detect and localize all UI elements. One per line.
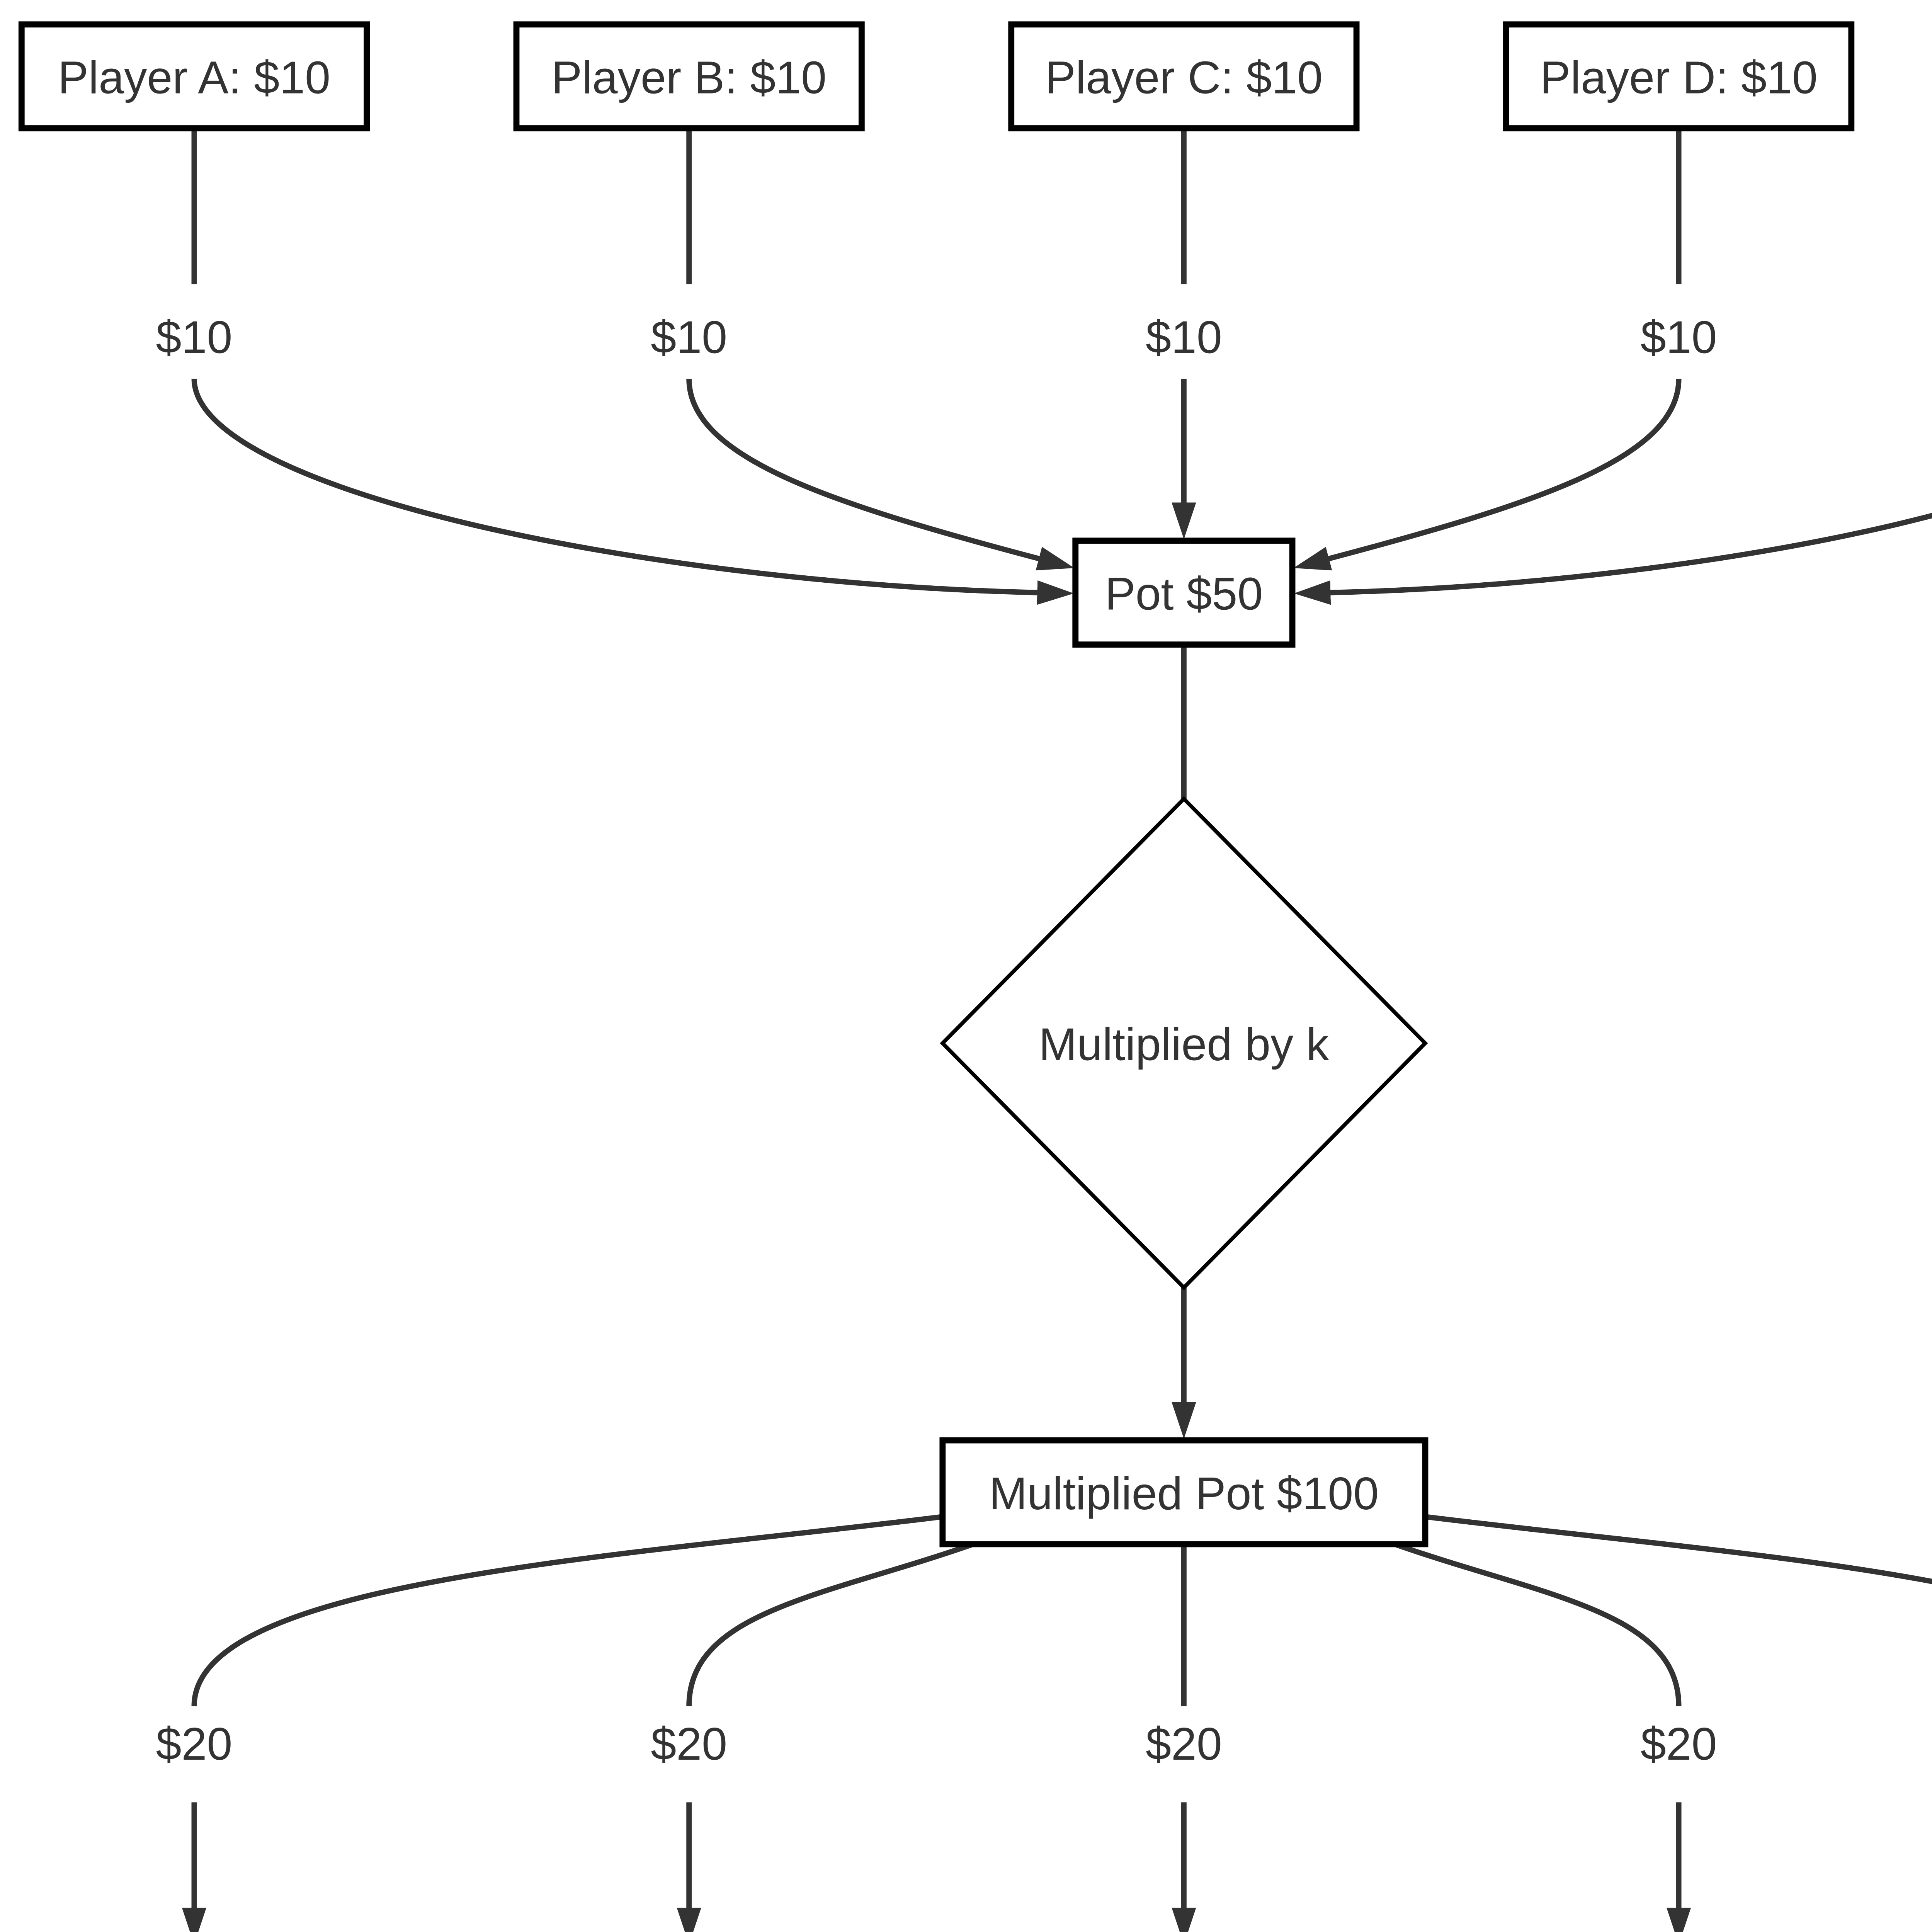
- node-decision-shape: [940, 796, 1428, 1291]
- contribution-label-b-bg: [637, 308, 741, 367]
- contribution-label-a-bg: [142, 308, 246, 367]
- node-player-b-top-box: [513, 21, 865, 131]
- edge-multpot-to-a: [191, 1514, 943, 1706]
- node-pot-label: Pot $50: [1105, 569, 1263, 620]
- node-player-d-top: Player D: $10: [1503, 21, 1855, 131]
- node-multiplied-pot-box: [939, 1437, 1429, 1548]
- node-player-a-top-label: Player A: $10: [58, 53, 330, 104]
- contribution-label-a: $10: [156, 312, 233, 363]
- edge-multpot-to-b: [686, 1541, 974, 1706]
- node-player-d-top-label: Player D: $10: [1540, 53, 1817, 104]
- edges: [182, 128, 1932, 1932]
- edge-b-to-pot: [686, 379, 1075, 571]
- contribution-label-c: $10: [1146, 312, 1222, 363]
- contribution-label-d: $10: [1641, 312, 1717, 363]
- edge-d-to-pot: [1293, 379, 1682, 571]
- payout-label-c: $20: [1146, 1719, 1222, 1770]
- contribution-label-b: $10: [651, 312, 727, 363]
- node-pot-box: [1072, 537, 1296, 648]
- node-player-c-top-label: Player C: $10: [1045, 53, 1323, 104]
- edge-e-to-pot: [1294, 513, 1932, 605]
- node-decision: Multiplied by k: [940, 796, 1428, 1291]
- payout-label-b-bg: [637, 1715, 741, 1774]
- payout-label-d-bg: [1627, 1715, 1731, 1774]
- node-player-b-top: Player B: $10: [513, 21, 865, 131]
- node-player-b-top-label: Player B: $10: [551, 53, 827, 104]
- node-player-d-top-box: [1503, 21, 1855, 131]
- payout-label-c-bg: [1132, 1715, 1236, 1774]
- node-decision-label: Multiplied by k: [1039, 1019, 1329, 1070]
- node-player-a-top: Player A: $10: [18, 21, 370, 131]
- edge-multpot-to-d: [1394, 1541, 1682, 1706]
- payout-label-a: $20: [156, 1719, 233, 1770]
- node-multiplied-pot: Multiplied Pot $100: [939, 1437, 1429, 1548]
- edge-a-to-pot: [191, 379, 1074, 605]
- payout-label-a-bg: [142, 1715, 246, 1774]
- payout-labels: $20 $20 $20 $20 $20: [142, 1715, 1731, 1774]
- node-player-a-top-box: [18, 21, 370, 131]
- contribution-labels: $10 $10 $10 $10 $10: [142, 308, 1731, 367]
- payout-label-d: $20: [1641, 1719, 1717, 1770]
- node-player-c-top-box: [1008, 21, 1360, 131]
- contribution-label-d-bg: [1627, 308, 1731, 367]
- payout-label-b: $20: [651, 1719, 727, 1770]
- node-multiplied-pot-label: Multiplied Pot $100: [989, 1468, 1379, 1519]
- contribution-label-c-bg: [1132, 308, 1236, 367]
- node-pot: Pot $50: [1072, 537, 1296, 648]
- node-player-c-top: Player C: $10: [1008, 21, 1360, 131]
- edge-multpot-to-e: [1425, 1514, 1932, 1584]
